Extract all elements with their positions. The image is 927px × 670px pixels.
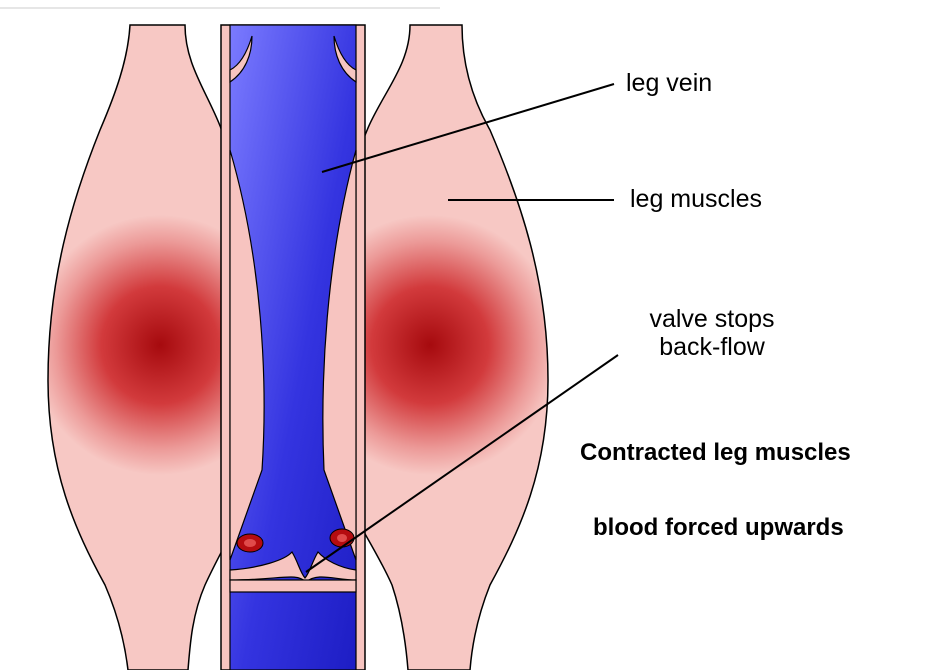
blood-cell-right bbox=[330, 529, 354, 547]
label-leg-vein: leg vein bbox=[626, 70, 712, 98]
label-valve-line2: back-flow bbox=[612, 334, 812, 362]
label-leg-muscles: leg muscles bbox=[630, 186, 762, 214]
vein-lower-segment-wall bbox=[230, 580, 356, 592]
label-valve-line1: valve stops bbox=[612, 306, 812, 334]
caption-state: Contracted leg muscles bbox=[580, 440, 851, 466]
blood-cell-left bbox=[237, 534, 263, 552]
label-valve: valve stops back-flow bbox=[612, 306, 812, 361]
caption-effect: blood forced upwards bbox=[593, 515, 844, 541]
